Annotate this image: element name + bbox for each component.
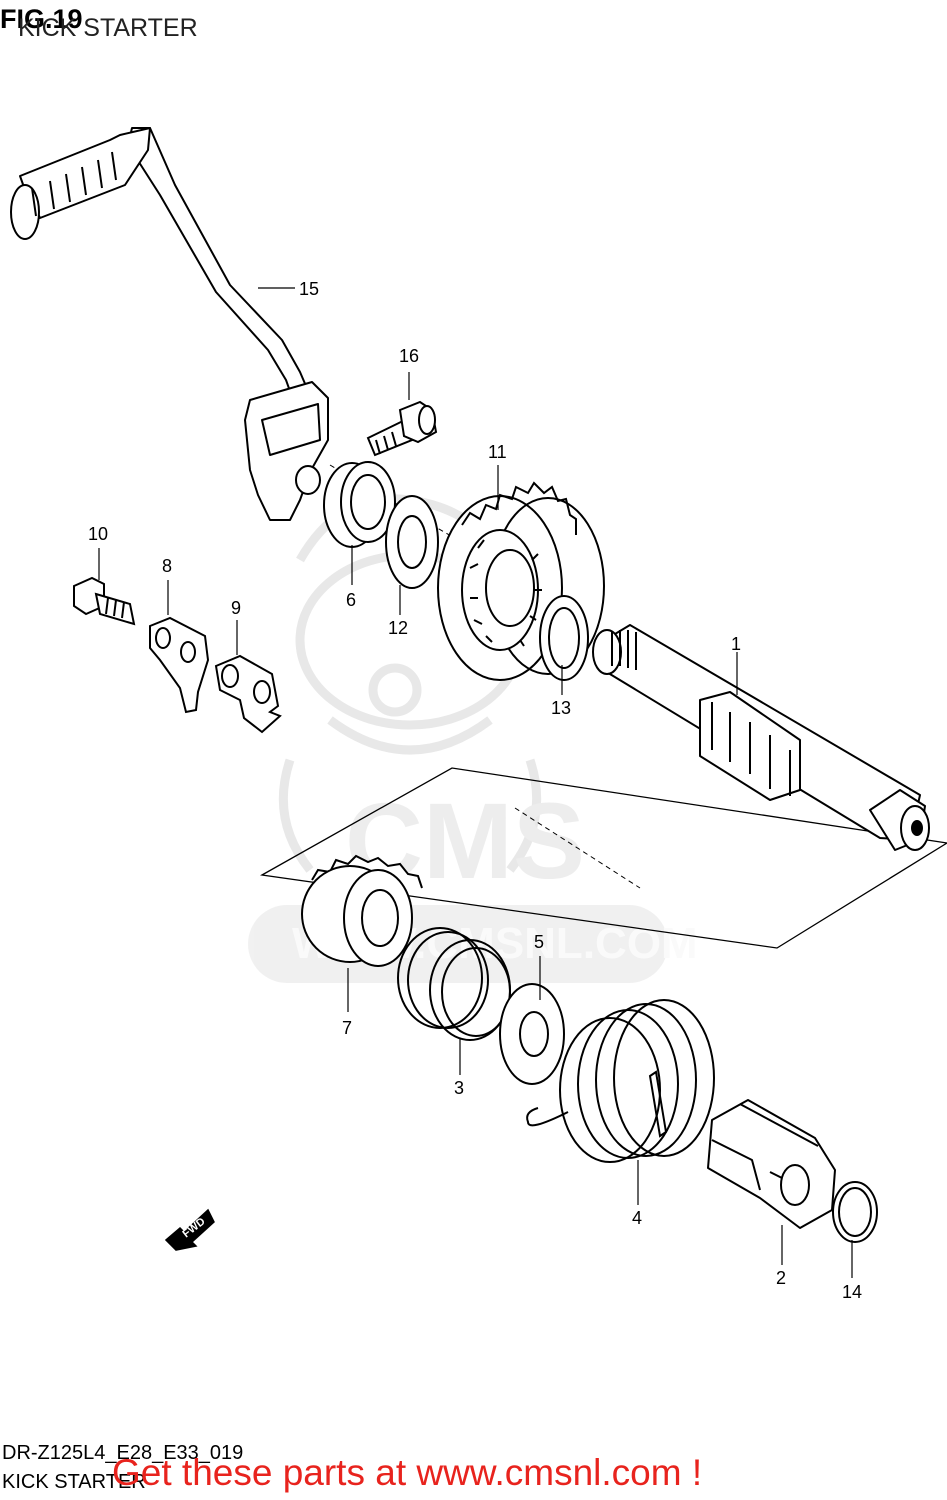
leader-lines: [98, 287, 853, 1278]
fwd-arrow-icon: FWD: [164, 1208, 215, 1251]
stopper-plate: [149, 616, 210, 714]
kick-starter-shaft: [592, 624, 930, 851]
callout-7: 7: [342, 1018, 352, 1038]
callout-6: 6: [346, 590, 356, 610]
guide-plate: [214, 654, 282, 734]
kick-starter-driven-gear: [437, 481, 605, 681]
footer-title: KICK STARTER: [2, 1471, 146, 1493]
circlip: [832, 1181, 878, 1243]
callout-15: 15: [299, 279, 319, 299]
oil-seal: [323, 461, 396, 548]
callout-12: 12: [388, 618, 408, 638]
callout-4: 4: [632, 1208, 642, 1228]
callout-5: 5: [534, 932, 544, 952]
callout-14: 14: [842, 1282, 862, 1302]
kick-starter-drive-gear: [301, 854, 423, 967]
diagram-code: DR-Z125L4_E28_E33_019: [2, 1442, 244, 1464]
callout-2: 2: [776, 1268, 786, 1288]
shaft-axis-line: [514, 807, 641, 889]
washer: [539, 595, 589, 681]
return-spring: [526, 999, 715, 1163]
callout-10: 10: [88, 524, 108, 544]
kick-starter-lever: [10, 127, 329, 521]
figure-title: KICK STARTER: [18, 14, 198, 42]
subassembly-boundary: [260, 767, 947, 949]
callout-16: 16: [399, 346, 419, 366]
washer: [385, 495, 439, 589]
kick-starter-guide: [707, 1099, 836, 1229]
spring: [397, 927, 511, 1041]
callout-3: 3: [454, 1078, 464, 1098]
bolt: [73, 576, 136, 626]
callout-8: 8: [162, 556, 172, 576]
callout-11: 11: [488, 442, 507, 462]
callout-labels: 1 2 3 4 5 6 7 8 9 10 11 12 13 14 15 16: [88, 279, 862, 1302]
callout-13: 13: [551, 698, 571, 718]
callout-1: 1: [731, 634, 741, 654]
promo-link[interactable]: Get these parts at www.cmsnl.com !: [112, 1452, 703, 1493]
figure-number: FIG.19: [0, 4, 83, 34]
callout-9: 9: [231, 598, 241, 618]
bolt: [366, 400, 438, 457]
washer: [499, 983, 565, 1085]
